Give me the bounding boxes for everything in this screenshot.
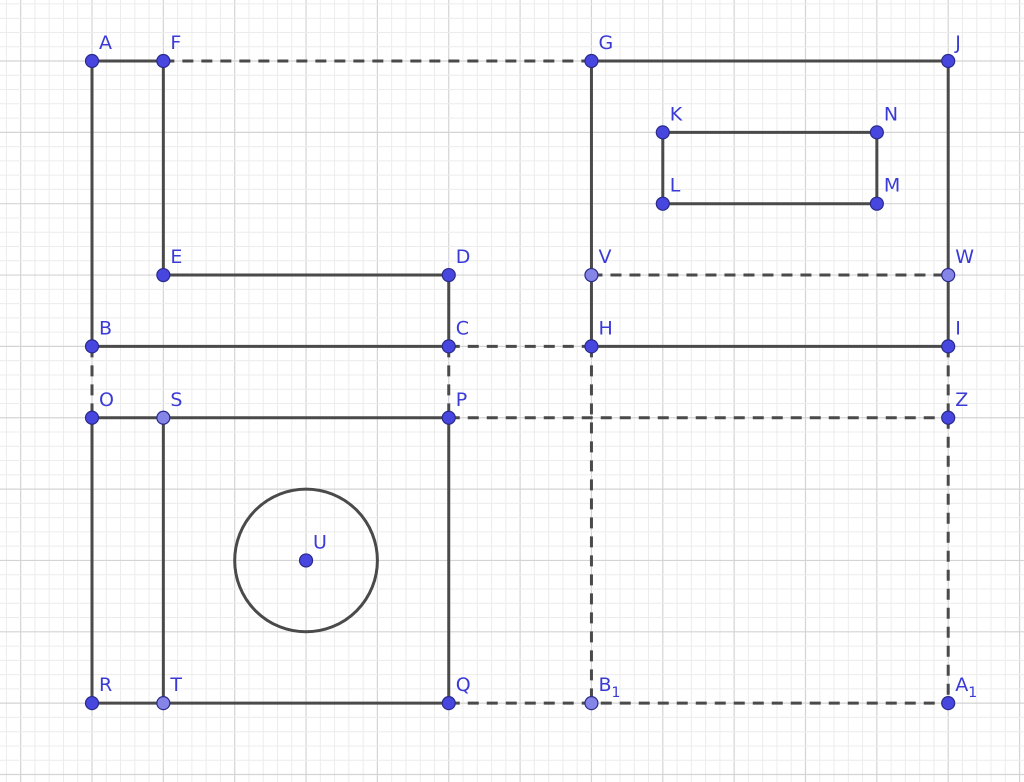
shapes-layer	[90, 59, 950, 705]
point-T[interactable]	[156, 696, 171, 711]
point-B1[interactable]	[584, 696, 599, 711]
point-E[interactable]	[156, 267, 171, 283]
point-label-subscript: 1	[968, 685, 977, 701]
point-label-M: M	[884, 175, 900, 197]
point-A1[interactable]	[941, 696, 956, 711]
point-label-S: S	[170, 389, 182, 411]
point-C[interactable]	[441, 339, 456, 354]
point-V[interactable]	[584, 267, 599, 283]
point-R[interactable]	[84, 696, 100, 711]
point-W[interactable]	[941, 267, 956, 283]
point-D[interactable]	[441, 267, 456, 283]
point-label-I: I	[955, 317, 961, 339]
point-label-V: V	[598, 246, 611, 268]
point-label-H: H	[598, 317, 612, 339]
point-L[interactable]	[655, 196, 670, 211]
point-label-C: C	[456, 317, 469, 339]
point-label-W: W	[955, 246, 974, 268]
point-label-A: A	[99, 32, 112, 54]
point-Q[interactable]	[441, 696, 456, 711]
point-Z[interactable]	[941, 410, 956, 425]
point-I[interactable]	[941, 339, 956, 354]
point-O[interactable]	[84, 410, 100, 425]
point-K[interactable]	[655, 125, 670, 140]
point-label-subscript: 1	[611, 685, 620, 701]
point-N[interactable]	[869, 125, 884, 140]
point-label-G: G	[598, 32, 613, 54]
point-label-O: O	[99, 389, 114, 411]
point-A[interactable]	[84, 53, 100, 69]
point-label-U: U	[313, 531, 327, 553]
point-F[interactable]	[156, 53, 171, 69]
point-label-E: E	[170, 246, 182, 268]
point-label-F: F	[170, 32, 181, 54]
point-label-D: D	[456, 246, 471, 268]
point-B[interactable]	[84, 339, 100, 354]
point-M[interactable]	[869, 196, 884, 211]
point-U[interactable]	[298, 553, 314, 568]
point-J[interactable]	[941, 53, 956, 69]
circle-U[interactable]	[233, 487, 379, 634]
point-label-N: N	[884, 103, 898, 125]
point-label-R: R	[99, 674, 112, 696]
point-P[interactable]	[441, 410, 456, 425]
point-label-T: T	[169, 674, 182, 696]
point-H[interactable]	[584, 339, 599, 354]
point-S[interactable]	[156, 410, 171, 425]
point-label-L: L	[670, 175, 681, 197]
point-label-K: K	[670, 103, 683, 125]
point-G[interactable]	[584, 53, 599, 69]
point-label-P: P	[456, 389, 467, 411]
point-label-B: B	[99, 317, 112, 339]
point-label-Z: Z	[955, 389, 968, 411]
point-label-Q: Q	[456, 674, 471, 696]
point-label-J: J	[954, 32, 961, 54]
